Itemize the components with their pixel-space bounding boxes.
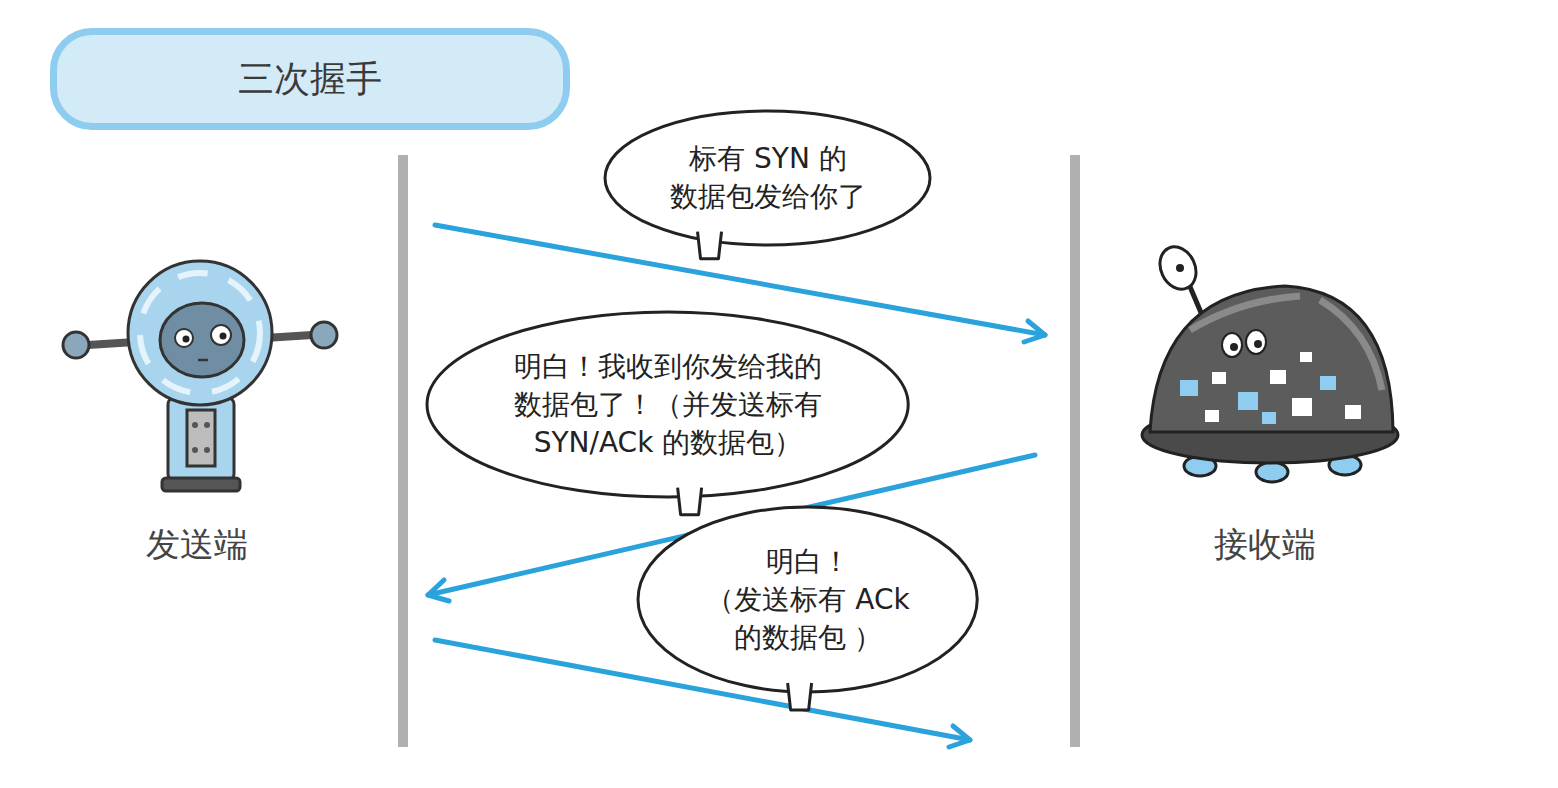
receiver-robot [1142, 241, 1398, 482]
bubble-ellipse [638, 507, 977, 692]
bubble-text: 明白！我收到你发给我的 数据包了！（并发送标有 SYN/ACk 的数据包） [507, 348, 829, 461]
speech-bubble: 明白！ （发送标有 ACk 的数据包 ） [636, 505, 979, 694]
arrow-head [1024, 321, 1045, 342]
speech-bubble: 标有 SYN 的 数据包发给你了 [603, 109, 932, 247]
sender-robot [63, 261, 337, 491]
arrow-head [949, 726, 970, 747]
bubble-ellipse [605, 111, 930, 245]
bubble-text: 明白！ （发送标有 ACk 的数据包 ） [697, 543, 919, 656]
lifeline [398, 155, 408, 747]
bubble-tail [698, 232, 722, 259]
endpoint-label: 接收端 [1214, 522, 1316, 568]
message-arrows [428, 225, 1045, 747]
lifeline [1070, 155, 1080, 747]
bubble-ellipse [427, 312, 908, 497]
title-box: 三次握手 [50, 28, 570, 130]
bubble-tail [788, 683, 812, 710]
speech-bubble: 明白！我收到你发给我的 数据包了！（并发送标有 SYN/ACk 的数据包） [425, 310, 910, 499]
bubble-outline [603, 109, 932, 247]
arrow-head [428, 580, 449, 601]
bubble-text: 标有 SYN 的 数据包发给你了 [662, 140, 874, 216]
bubble-tail [678, 488, 702, 515]
endpoint-label: 发送端 [146, 522, 248, 568]
